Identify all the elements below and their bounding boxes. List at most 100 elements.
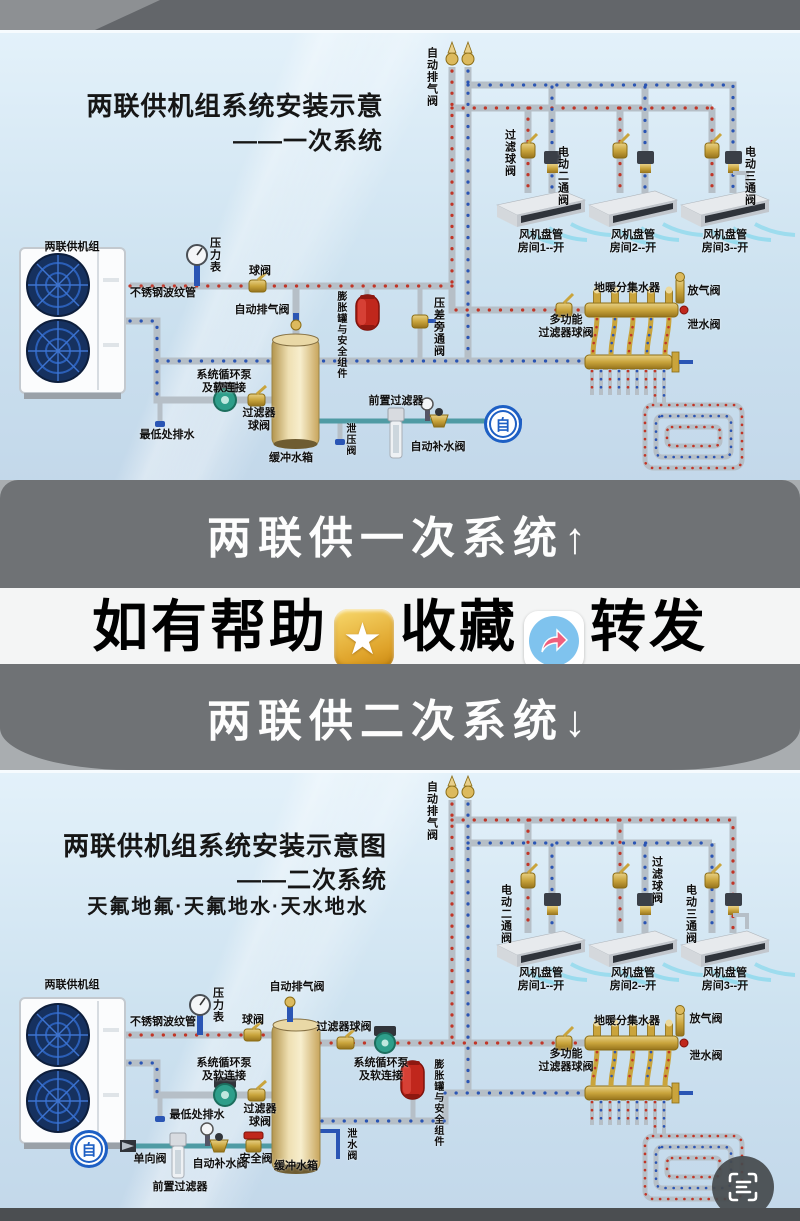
auto-makeup-valve	[209, 1133, 229, 1153]
label-drain-valve: 泄水阀	[687, 319, 721, 331]
filter-ball-valve-pump	[247, 384, 267, 407]
circulation-pump	[213, 382, 237, 412]
filter-ball-valve-right	[336, 1027, 356, 1050]
relief-cap	[335, 439, 345, 445]
prefilter	[169, 1132, 187, 1179]
label-manifold: 地暖分集水器	[594, 282, 660, 294]
electric-valve-actuator	[725, 151, 749, 189]
label-filter-ball-valve-coil: 过滤球阀	[503, 129, 516, 177]
makeup-gauge	[200, 1122, 214, 1146]
tank-drain-stub	[320, 1129, 340, 1159]
secondary-subtitle: ——二次系统	[237, 867, 387, 894]
label-drain-valve: 泄水阀	[689, 1050, 723, 1062]
electric-valve-actuator	[637, 151, 654, 173]
label-fan-coil-1: 风机盘管 房间1--开	[517, 967, 565, 992]
manifold-drain	[679, 1038, 689, 1048]
tap-water-symbol: 自	[70, 1130, 108, 1168]
manifold-air-vent	[675, 1005, 685, 1037]
auto-makeup-valve	[429, 408, 449, 428]
buffer-tank	[271, 313, 320, 449]
star-emoji-icon: ★	[334, 609, 394, 669]
pressure-gauge	[186, 244, 208, 286]
label-unit: 两联供机组	[44, 241, 100, 253]
label-prefilter: 前置过滤器	[368, 395, 424, 407]
pipes-red-dots	[128, 69, 714, 312]
floor-heating-coil	[642, 402, 745, 471]
buffer-tank	[271, 996, 321, 1174]
manifold-drain	[679, 305, 689, 315]
expansion-tank	[355, 294, 380, 331]
label-lowest-drain: 最低处排水	[139, 429, 195, 441]
label-air-release: 放气阀	[689, 1013, 723, 1025]
fan-coil-unit-1	[496, 190, 612, 246]
label-stainless-pipe: 不锈钢波纹管	[130, 1016, 196, 1028]
label-auto-air-vent-riser: 自动排气阀	[425, 47, 438, 107]
fan-coil-unit-2	[588, 190, 704, 246]
label-manifold: 地暖分集水器	[594, 1015, 660, 1027]
tank-air-vent	[284, 996, 296, 1022]
fan-coil-units	[496, 190, 796, 246]
bottom-gray-strip	[0, 1208, 800, 1221]
electric-valve-actuator	[544, 151, 561, 173]
label-auto-air-vent-tank: 自动排气阀	[269, 981, 325, 993]
filter-ball-valve-left	[247, 1079, 267, 1102]
ball-valve	[248, 270, 268, 293]
label-ball-valve: 球阀	[249, 265, 271, 277]
auto-air-vent-valves	[445, 40, 475, 66]
extract-text-button[interactable]	[712, 1156, 774, 1218]
fan-coil-unit-2	[588, 930, 704, 986]
label-expansion-tank: 膨胀罐与安全组件	[334, 291, 346, 379]
banner-cta-line: 如有帮助★收藏转发	[0, 588, 800, 671]
label-bypass: 压差旁通阀	[432, 297, 445, 357]
pressure-gauge	[189, 994, 211, 1035]
promo-banner: 两联供一次系统↑ 如有帮助★收藏转发 两联供二次系统↓	[0, 480, 800, 770]
scan-text-icon	[728, 1172, 758, 1202]
fan-coil-unit-1	[496, 930, 612, 986]
safety-valve	[243, 1131, 264, 1153]
pressure-bypass-valve	[411, 314, 436, 329]
floor-heating-manifold	[555, 1005, 693, 1136]
filter-ball-valve	[520, 132, 539, 159]
tap-water-symbol: 自	[484, 405, 522, 443]
label-auto-air-vent-riser: 自动排气阀	[425, 781, 438, 841]
label-system-pump-right: 系统循环泵 及软连接	[353, 1057, 409, 1082]
auto-air-vent-valves	[445, 774, 475, 799]
label-prefilter: 前置过滤器	[152, 1181, 208, 1193]
primary-title: 两联供机组系统安装示意	[86, 91, 384, 121]
tank-air-vent	[290, 313, 302, 331]
label-lowest-drain: 最低处排水	[169, 1109, 225, 1121]
label-multi-filter: 多功能 过滤器球阀	[538, 314, 594, 339]
label-makeup-valve: 自动补水阀	[410, 441, 466, 453]
label-filter-ball-valve-coil: 过滤球阀	[650, 856, 663, 904]
banner-secondary-text: 两联供二次系统↓	[207, 697, 593, 746]
label-ball-valve: 球阀	[242, 1014, 264, 1026]
label-system-pump: 系统循环泵 及软连接	[196, 369, 252, 394]
manifold-feed-valve	[555, 1025, 575, 1051]
banner-secondary-line: 两联供二次系统↓	[0, 664, 800, 770]
filter-ball-valve	[704, 132, 723, 159]
manifold-air-vent	[675, 272, 685, 304]
label-safety-valve: 安全阀	[239, 1153, 273, 1165]
heat-pump-unit	[19, 997, 126, 1149]
banner-primary-text: 两联供一次系统↑	[207, 514, 593, 563]
makeup-gauge	[420, 397, 434, 421]
fan-coil-unit-3	[680, 930, 796, 986]
share-arrow-emoji-icon	[524, 610, 584, 671]
prefilter	[387, 407, 405, 459]
label-electric-three-way: 电动三通阀	[743, 146, 756, 206]
label-electric-two-way: 电动二通阀	[556, 146, 569, 206]
primary-subtitle: ——一次系统	[233, 128, 383, 155]
floor-heating-manifold	[555, 272, 693, 405]
label-fan-coil-3: 风机盘管 房间3--开	[701, 967, 749, 992]
label-unit: 两联供机组	[44, 979, 100, 991]
check-valve	[120, 1140, 136, 1152]
label-filter-ball-pump: 过滤器 球阀	[242, 407, 276, 432]
top-gray-strip	[0, 0, 800, 30]
manifold-feed-valve	[555, 292, 575, 318]
label-pressure-gauge: 压力表	[211, 987, 224, 1023]
label-system-pump-left: 系统循环泵 及软连接	[196, 1057, 252, 1082]
primary-piping-svg	[19, 40, 796, 471]
label-filter-ball-left: 过滤器 球阀	[243, 1103, 277, 1128]
label-buffer-tank: 缓冲水箱	[269, 452, 313, 464]
label-fan-coil-1: 风机盘管 房间1--开	[517, 229, 565, 254]
